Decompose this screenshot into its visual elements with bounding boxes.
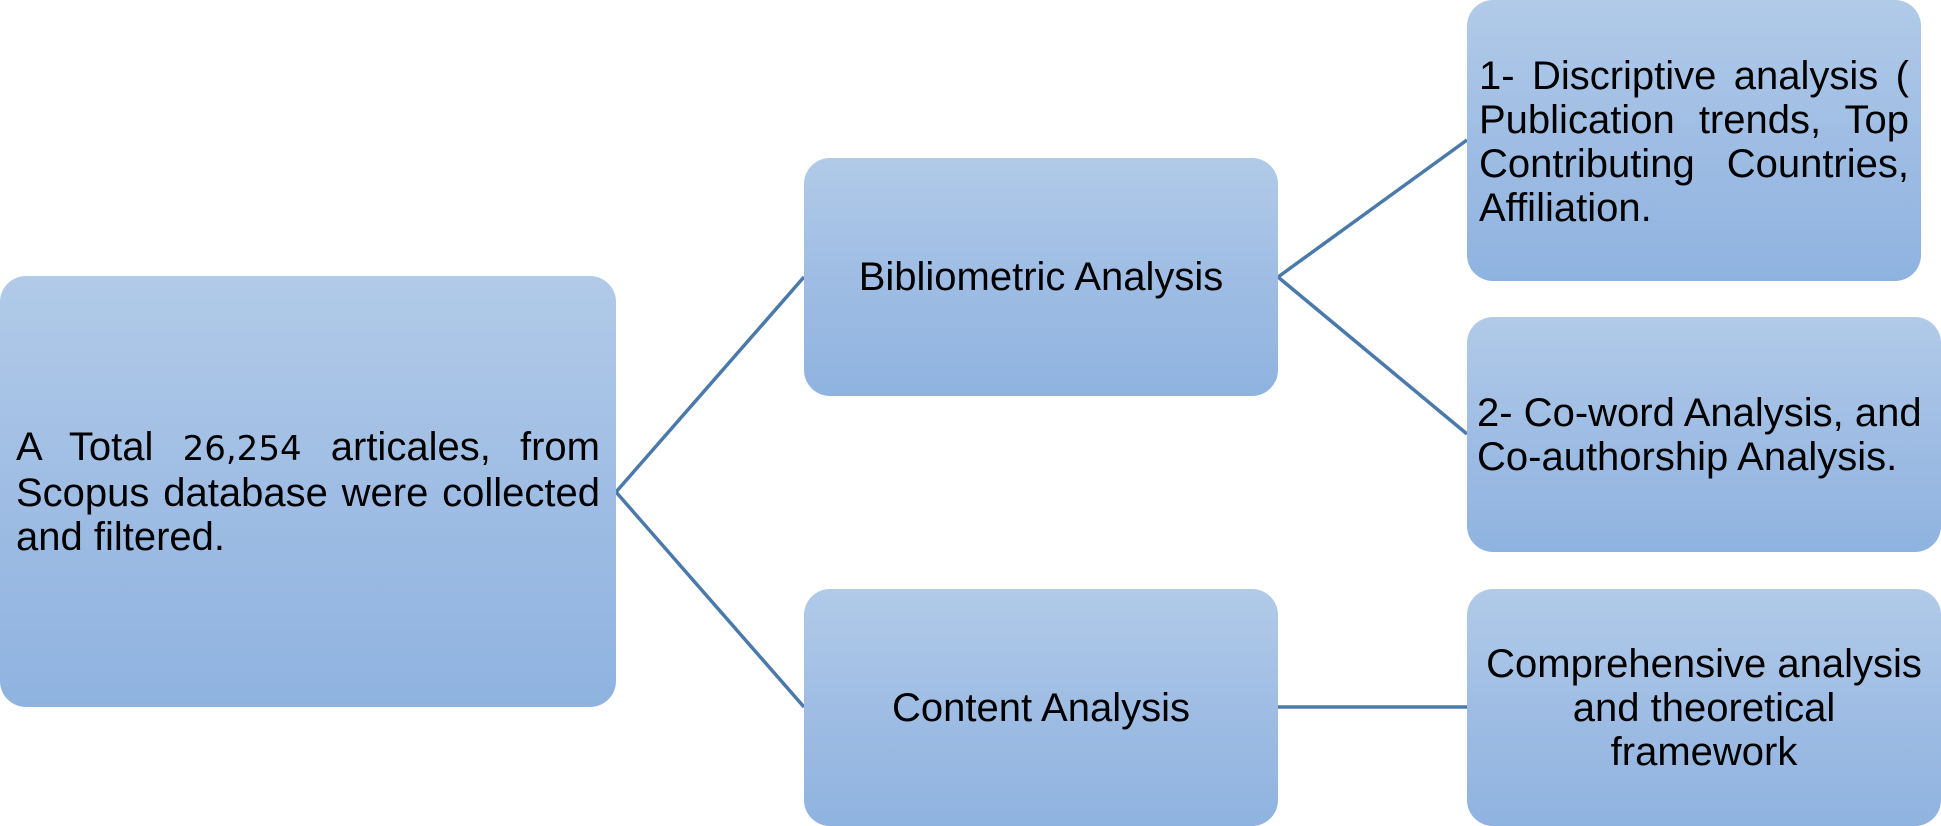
root-node: A Total 26,254 articales, from Scopus da… — [0, 276, 616, 707]
connector-bibliometric-to-coword — [1276, 275, 1469, 436]
descriptive-analysis-node: 1- Discriptive analysis ( Publication tr… — [1467, 0, 1921, 281]
content-analysis-node: Content Analysis — [804, 589, 1278, 826]
connector-root-to-bibliometric — [614, 275, 806, 494]
coword-analysis-node: 2- Co-word Analysis, and Co-authorship A… — [1467, 317, 1941, 552]
connector-root-to-content — [614, 490, 806, 709]
root-suffix: articales, from Scopus database were col… — [16, 424, 600, 559]
comprehensive-analysis-node: Comprehensive analysis and theoretical f… — [1467, 589, 1941, 826]
content-analysis-label: Content Analysis — [892, 685, 1190, 730]
bibliometric-analysis-label: Bibliometric Analysis — [858, 255, 1224, 299]
comprehensive-analysis-label: Comprehensive analysis and theoretical f… — [1486, 641, 1922, 774]
connector-bibliometric-to-descriptive — [1276, 138, 1469, 279]
descriptive-analysis-label: 1- Discriptive analysis ( Publication tr… — [1479, 54, 1909, 230]
coword-analysis-label: 2- Co-word Analysis, and Co-authorship A… — [1477, 390, 1922, 479]
root-article-count: 26,254 — [182, 428, 302, 469]
root-node-text: A Total 26,254 articales, from Scopus da… — [16, 425, 600, 559]
root-prefix: A Total — [16, 424, 154, 469]
bibliometric-analysis-node: Bibliometric Analysis — [804, 158, 1278, 396]
